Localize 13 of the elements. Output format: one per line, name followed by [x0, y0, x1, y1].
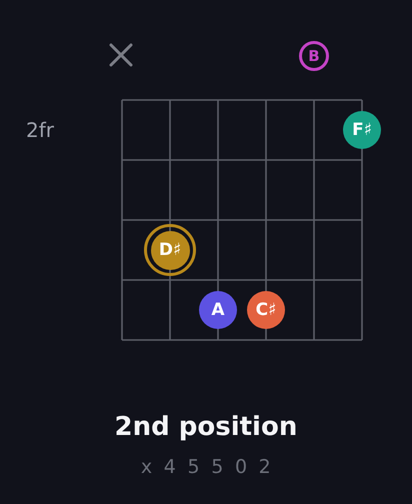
note-label: B	[308, 48, 320, 64]
note-label: A	[211, 302, 225, 318]
note-label: D♯	[158, 242, 182, 258]
root-note-dot	[144, 224, 196, 276]
note-ring	[299, 41, 329, 71]
note-label: F♯	[352, 122, 372, 138]
note-dot	[343, 111, 381, 149]
fingering-caption: x 4 5 5 0 2	[140, 457, 274, 479]
note-dot	[199, 291, 237, 329]
note-dot	[247, 291, 285, 329]
fret-number: 2fr	[26, 118, 54, 142]
chord-title: 2nd position	[114, 413, 298, 443]
note-label: C♯	[256, 302, 276, 318]
